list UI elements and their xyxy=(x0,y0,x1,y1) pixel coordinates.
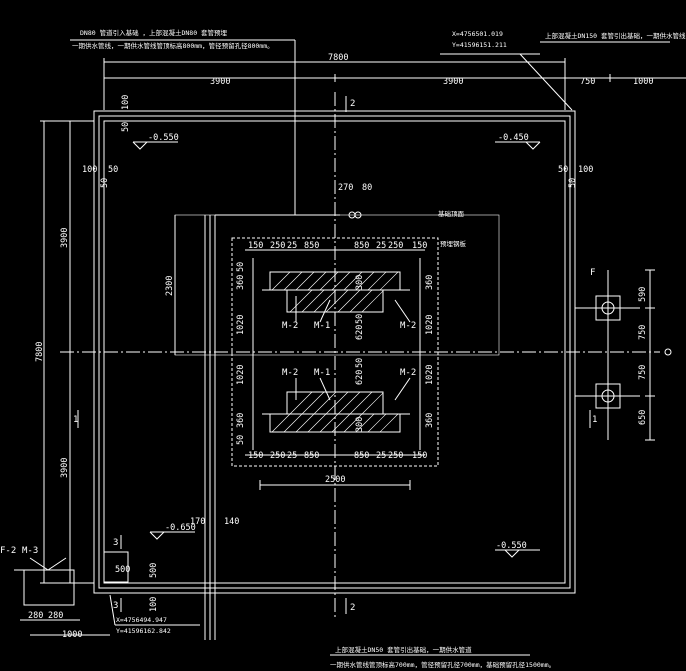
dim-280-b: 280 xyxy=(48,611,63,621)
c-300-a: 300 xyxy=(355,275,365,290)
dim-50-tl: 50 xyxy=(121,122,131,132)
v-360-c: 360 xyxy=(425,275,435,290)
v-50-a: 50 xyxy=(236,262,246,272)
dim-50-left-v: 50 xyxy=(100,178,110,188)
dim-left-3900-bottom: 3900 xyxy=(60,458,70,478)
elevation-bottom-right: -0.550 xyxy=(496,541,527,551)
elevation-bottom-left: -0.650 xyxy=(165,523,196,533)
dim-100-left: 100 xyxy=(82,165,97,175)
dim-r750-b: 750 xyxy=(638,365,648,380)
dim-100-right: 100 xyxy=(578,165,593,175)
pedestal-top-b xyxy=(286,289,384,313)
row-150-a-top: 150 xyxy=(248,241,263,251)
row-150-b-top: 150 xyxy=(412,241,427,251)
leader-top-face: 基础顶面 xyxy=(438,209,465,218)
section-3-b: 3 xyxy=(113,601,118,611)
row-25-b-top: 25 xyxy=(376,241,386,251)
c-50-a: 50 xyxy=(355,314,365,324)
section-1-left: 1 xyxy=(73,415,78,425)
label-m2-d: M-2 xyxy=(400,368,416,378)
row-250-b-bottom: 250 xyxy=(388,451,403,461)
dim-50-left: 50 xyxy=(108,165,118,175)
v-50-b: 50 xyxy=(236,435,246,445)
section-2-top: 2 xyxy=(350,99,355,109)
leader-embed-plate: 预埋钢板 xyxy=(440,239,467,248)
dim-270: 270 xyxy=(338,183,353,193)
v-1020-b: 1020 xyxy=(236,365,246,385)
c-620-b: 620 xyxy=(355,370,365,385)
dim-r590: 590 xyxy=(638,287,648,302)
dim-left-3900-top: 3900 xyxy=(60,228,70,248)
dim-left-7800: 7800 xyxy=(35,342,45,362)
row-850-b-top: 850 xyxy=(354,241,369,251)
v-360-b: 360 xyxy=(236,413,246,428)
row-25-b-bottom: 25 xyxy=(376,451,386,461)
c-300-b: 300 xyxy=(355,417,365,432)
dim-50-right: 50 xyxy=(558,165,568,175)
row-150-a-bottom: 150 xyxy=(248,451,263,461)
equipment-base-dashed xyxy=(231,237,439,467)
dim-r650: 650 xyxy=(638,410,648,425)
v-1020-a: 1020 xyxy=(236,315,246,335)
dim-140: 140 xyxy=(224,517,239,527)
dim-500-b: 500 xyxy=(149,563,159,578)
coord-bottom-y: Y=41596162.842 xyxy=(116,627,171,635)
dim-r750-a: 750 xyxy=(638,325,648,340)
row-150-b-bottom: 150 xyxy=(412,451,427,461)
dim-right-750: 750 xyxy=(580,77,595,87)
label-m3: M-3 xyxy=(22,546,38,556)
dim-80: 80 xyxy=(362,183,372,193)
row-25-a-top: 25 xyxy=(287,241,297,251)
c-620-a: 620 xyxy=(355,325,365,340)
row-25-a-bottom: 25 xyxy=(287,451,297,461)
dim-half-left: 3900 xyxy=(210,77,230,87)
label-m1-a: M-1 xyxy=(314,321,330,331)
dim-half-right: 3900 xyxy=(443,77,463,87)
note-bottom-1: 上部混凝土DN50 套管引出基础，一期供水管道 xyxy=(335,645,472,654)
label-m1-b: M-1 xyxy=(314,368,330,378)
dim-right-1000: 1000 xyxy=(633,77,653,87)
section-2-bottom: 2 xyxy=(350,603,355,613)
dim-170: 170 xyxy=(190,517,205,527)
dim-2500: 2500 xyxy=(325,475,345,485)
note-bottom-2: 一期供水管线管顶标高700mm，管径预留孔径700mm，基础预留孔径1500mm… xyxy=(330,660,555,669)
dim-100-b: 100 xyxy=(149,597,159,612)
dim-2300: 2300 xyxy=(165,276,175,296)
coord-top-x: X=4756501.019 xyxy=(452,30,503,38)
v-360-a: 360 xyxy=(236,275,246,290)
v-1020-d: 1020 xyxy=(425,365,435,385)
elevation-top-left: -0.550 xyxy=(148,133,179,143)
v-360-d: 360 xyxy=(425,413,435,428)
row-250-a-bottom: 250 xyxy=(270,451,285,461)
row-850-b-bottom: 850 xyxy=(354,451,369,461)
row-850-a-bottom: 850 xyxy=(304,451,319,461)
label-m2-c: M-2 xyxy=(282,368,298,378)
dim-280-a: 280 xyxy=(28,611,43,621)
coord-bottom-x: X=4756494.947 xyxy=(116,616,167,624)
section-3-a: 3 xyxy=(113,538,118,548)
dim-1000-bottom: 1000 xyxy=(62,630,82,640)
c-50-b: 50 xyxy=(355,358,365,368)
note-top-left-1: DN80 管道引入基础 ，上部混凝土DN80 套管预埋 xyxy=(80,28,228,37)
dim-500-a: 500 xyxy=(115,565,130,575)
v-1020-c: 1020 xyxy=(425,315,435,335)
elevation-top-right: -0.450 xyxy=(498,133,529,143)
label-m2-a: M-2 xyxy=(282,321,298,331)
coord-top-y: Y=41596151.211 xyxy=(452,41,507,49)
row-850-a-top: 850 xyxy=(304,241,319,251)
pedestal-bottom-b xyxy=(269,413,401,433)
section-1-right: 1 xyxy=(592,415,597,425)
dim-overall-top: 7800 xyxy=(328,53,348,63)
label-f2: F-2 xyxy=(0,546,16,556)
dim-50-right-v: 50 xyxy=(568,178,578,188)
section-f: F xyxy=(590,268,595,278)
row-250-a-top: 250 xyxy=(270,241,285,251)
note-top-right: 上部混凝土DN150 套管引出基础，一期供水管线1.8米 xyxy=(545,31,686,40)
row-250-b-top: 250 xyxy=(388,241,403,251)
label-m2-b: M-2 xyxy=(400,321,416,331)
dim-100-tl: 100 xyxy=(121,95,131,110)
note-top-left-2: 一期供水管线，一期供水管线管顶标高800mm，管径预留孔径800mm。 xyxy=(72,41,274,50)
